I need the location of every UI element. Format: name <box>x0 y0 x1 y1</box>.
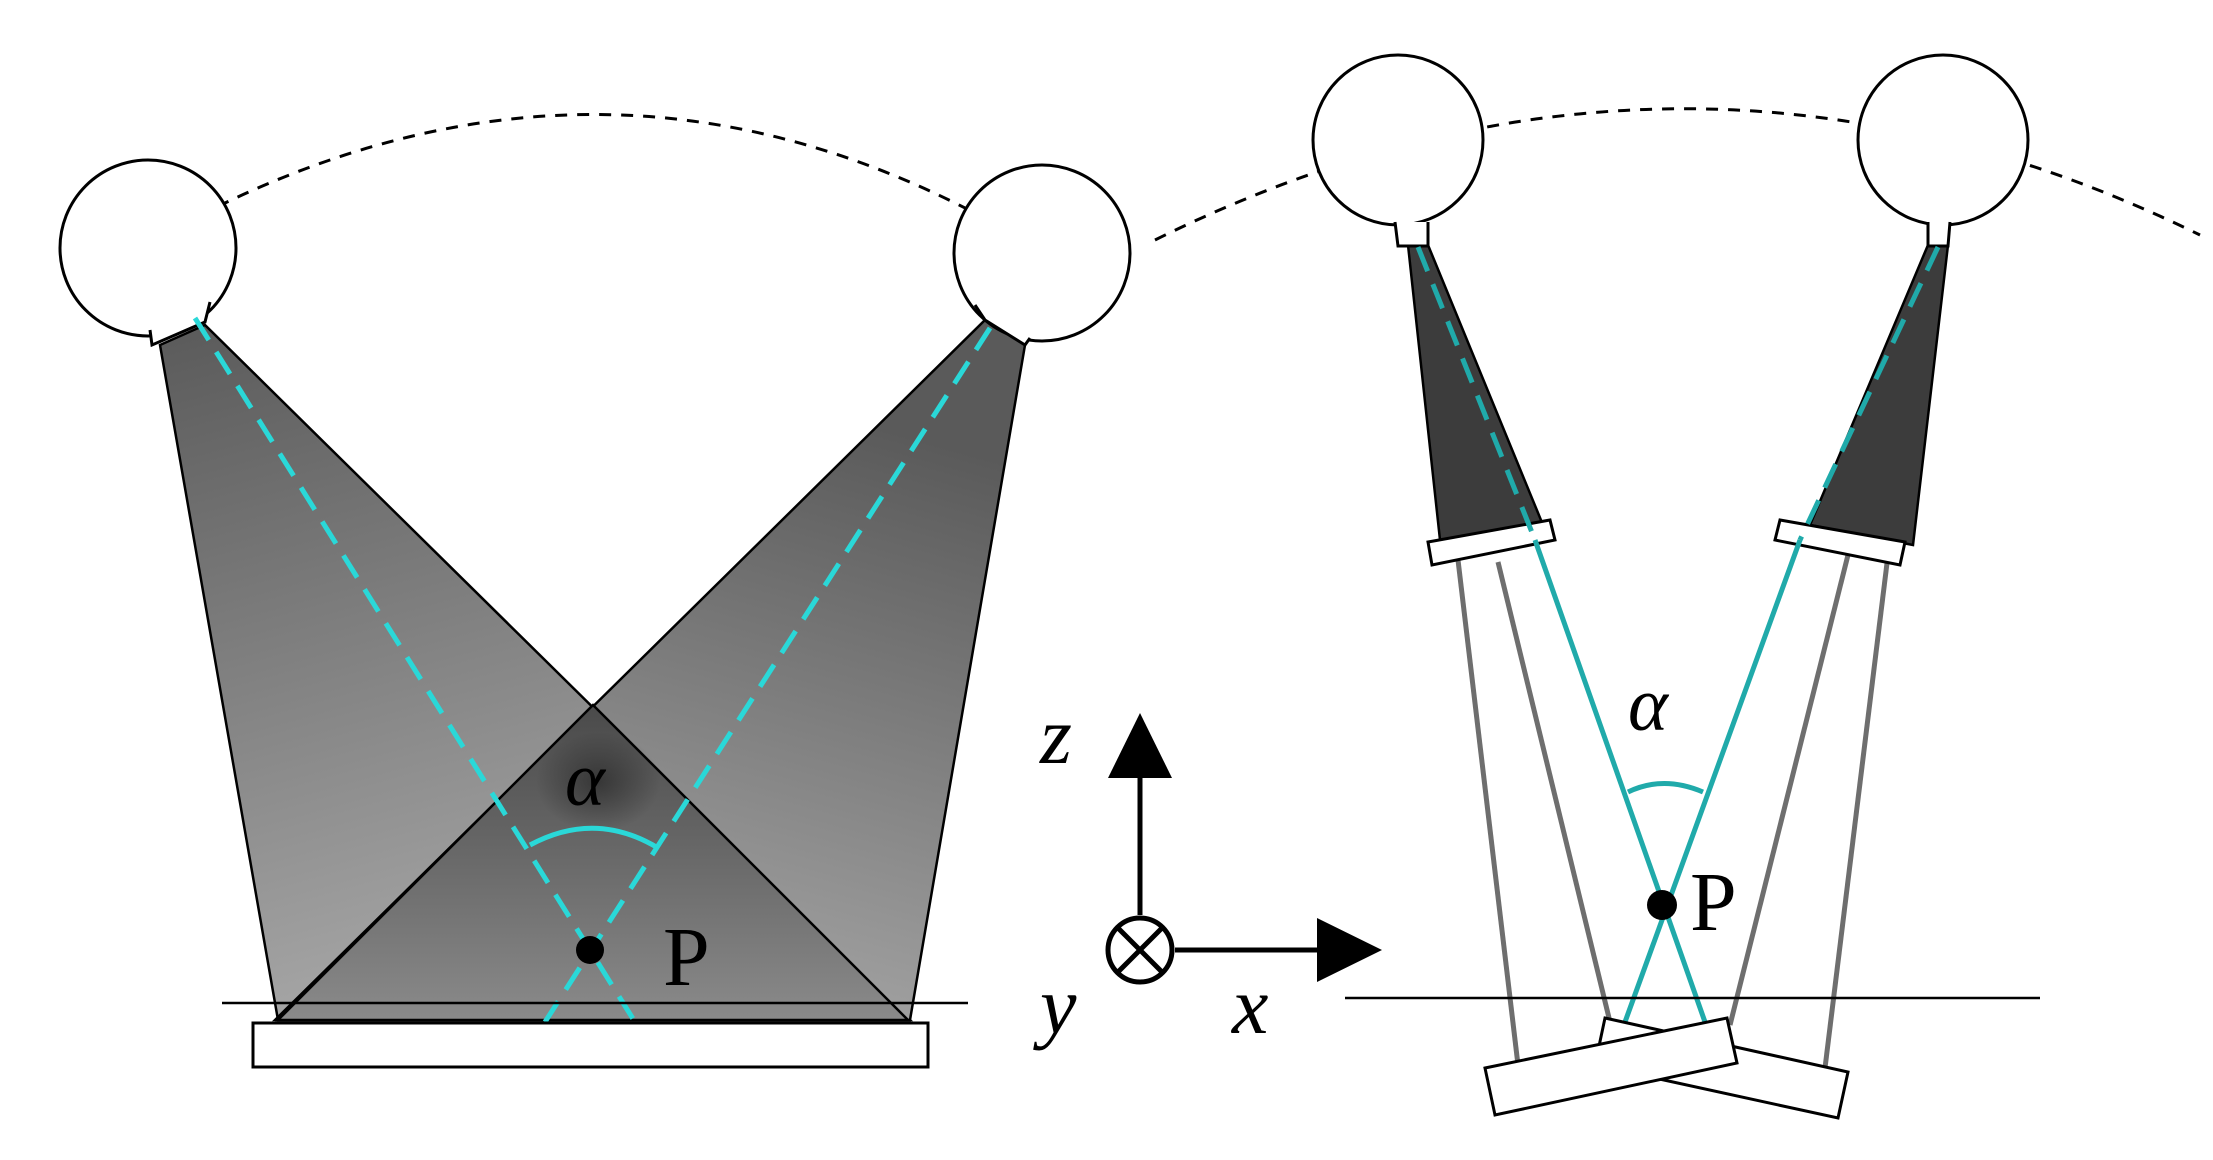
y-axis-label: y <box>1033 960 1077 1051</box>
left-beam-axis-1 <box>192 316 638 1024</box>
right-rotation-arc <box>1154 107 2201 242</box>
right-dark-cone-right <box>1808 243 1950 547</box>
right-beam-axis-2 <box>1622 539 1803 1023</box>
right-source-lamp-right <box>1856 53 2030 248</box>
right-aperture-left <box>1426 518 1557 567</box>
left-point-label: P <box>663 911 710 1004</box>
left-beam-axis-2 <box>542 326 993 1024</box>
right-angle-arc <box>1626 781 1704 795</box>
right-alpha-label: α <box>1628 663 1670 747</box>
lamp-nozzle <box>1393 221 1430 248</box>
right-beam-edge-3 <box>1727 554 1851 1026</box>
lamp-nozzle <box>1926 221 1952 248</box>
left-point-p-dot <box>576 936 604 964</box>
circled-cross-into-page-icon <box>1105 915 1175 985</box>
right-beam-edge-4 <box>1822 554 1891 1069</box>
right-sample-plate-front <box>1483 1016 1739 1117</box>
lamp-circle-icon <box>1311 53 1485 227</box>
right-panel: α P <box>1154 53 2201 1120</box>
right-beam-edge-1 <box>1455 559 1521 1066</box>
right-aperture-right <box>1773 518 1907 567</box>
left-source-lamp-left <box>58 158 238 348</box>
lamp-nozzle <box>973 304 1032 348</box>
right-dark-cone-left <box>1406 243 1545 542</box>
lamp-circle-icon <box>952 163 1132 343</box>
lamp-nozzle <box>148 301 212 348</box>
left-alpha-label: α <box>565 738 607 822</box>
left-angle-arc <box>528 825 660 851</box>
alpha-glow <box>536 732 660 832</box>
right-point-p-dot <box>1647 890 1677 920</box>
coordinate-axes: z x y <box>1033 690 1382 1051</box>
z-axis-label: z <box>1039 690 1072 781</box>
right-beam-axis-1-dashed <box>1415 246 1538 541</box>
left-sample-plate <box>251 1021 930 1069</box>
right-source-lamp-left <box>1311 53 1485 248</box>
lamp-circle-icon <box>1856 53 2030 227</box>
x-axis-arrowhead-icon <box>1317 918 1382 982</box>
right-point-label: P <box>1690 856 1737 949</box>
left-beam-overlap-region <box>274 703 912 1022</box>
z-axis-arrowhead-icon <box>1108 713 1172 778</box>
left-source-lamp-right <box>952 163 1132 348</box>
right-beam-axis-2-dashed <box>1797 245 1941 542</box>
x-axis-label: x <box>1231 960 1268 1051</box>
left-panel: α P <box>58 113 1132 1069</box>
left-rotation-arc <box>139 113 1041 252</box>
right-beam-edge-2 <box>1495 561 1613 1023</box>
lamp-circle-icon <box>58 158 238 338</box>
right-beam-axis-1 <box>1532 539 1708 1023</box>
